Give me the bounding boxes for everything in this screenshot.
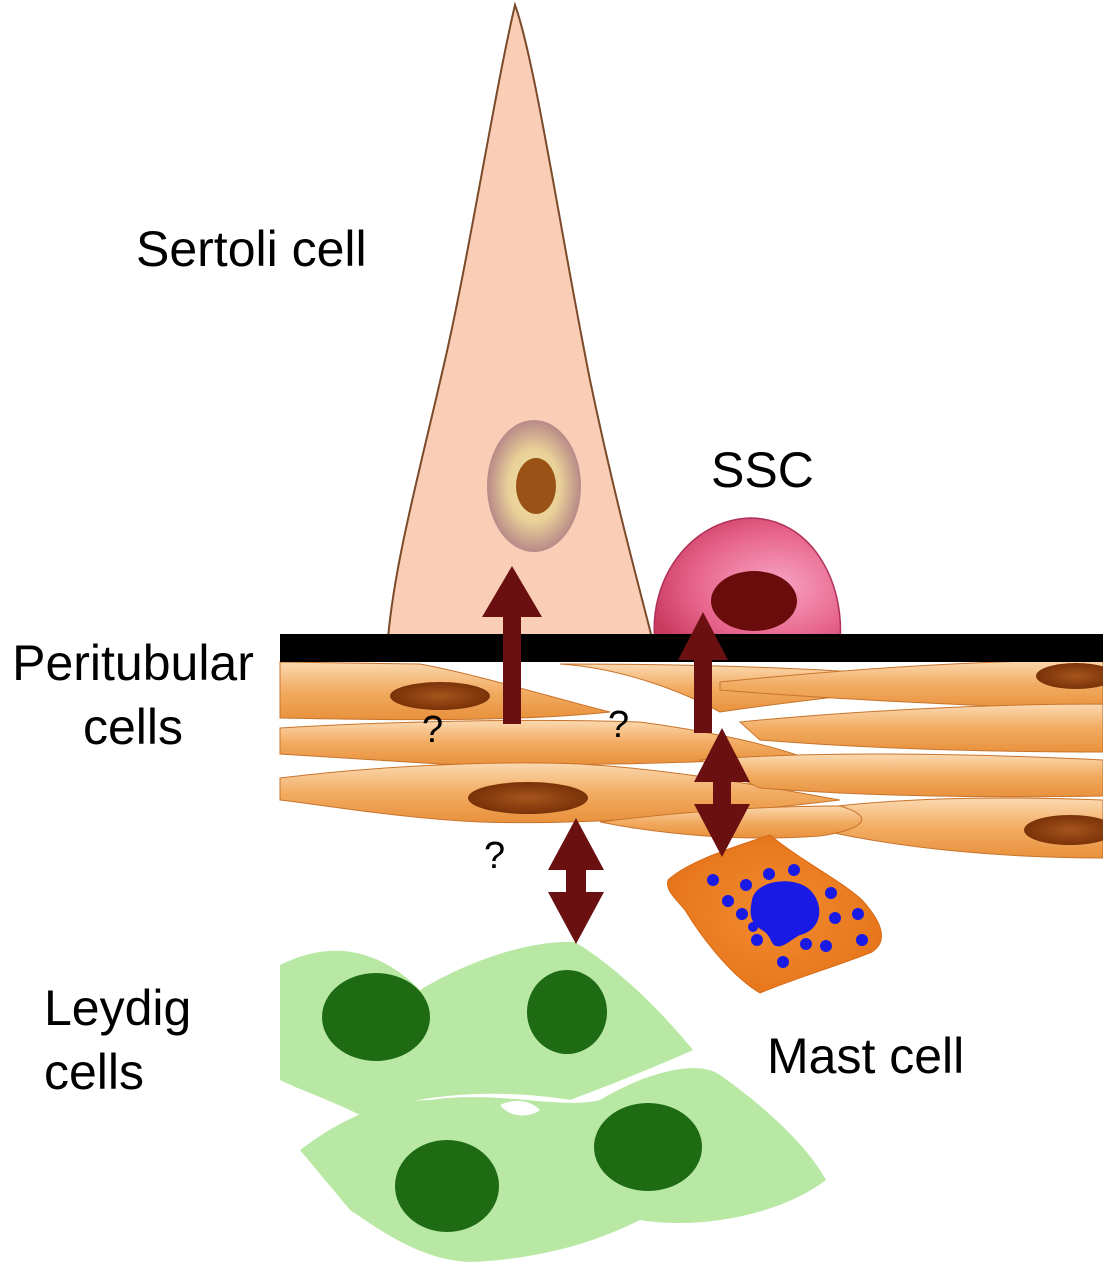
leydig-nucleus [527, 970, 607, 1054]
peritubular-nucleus [390, 682, 490, 710]
label-peritubular-line1: Peritubular [12, 635, 254, 691]
ssc-cell [653, 517, 842, 643]
label-leydig-line2: cells [44, 1044, 145, 1100]
label-sertoli-cell: Sertoli cell [136, 221, 367, 277]
arrow-peritubular-to-sertoli [482, 566, 542, 724]
peritubular-cell [698, 753, 1103, 798]
sertoli-cell [386, 1, 654, 639]
peritubular-nucleus [1036, 663, 1103, 689]
arrows [482, 566, 750, 944]
sertoli-nucleolus [516, 458, 556, 514]
label-ssc: SSC [711, 442, 814, 498]
double-arrow-peritubular-mast [694, 728, 750, 857]
arrow-peritubular-to-ssc [678, 612, 728, 733]
leydig-nucleus [322, 973, 430, 1061]
peritubular-layer [279, 659, 1103, 859]
leydig-nucleus [594, 1103, 702, 1191]
label-peritubular-cells: Peritubular cells [2, 631, 264, 759]
label-leydig-cells: Leydig cells [44, 976, 191, 1104]
mast-granules [707, 864, 868, 968]
peritubular-cell [719, 659, 1103, 711]
label-leydig-line1: Leydig [44, 980, 192, 1036]
question-mark: ? [608, 704, 630, 746]
peritubular-cell [819, 797, 1103, 859]
peritubular-nucleus [468, 782, 588, 814]
leydig-gap [500, 1100, 540, 1116]
leydig-nucleus [395, 1140, 499, 1232]
ssc-nucleus [711, 571, 797, 631]
label-mast-cell: Mast cell [767, 1028, 965, 1084]
question-mark: ? [484, 835, 506, 877]
leydig-cells [280, 941, 826, 1262]
label-peritubular-line2: cells [82, 699, 184, 755]
peritubular-cell [738, 703, 1103, 753]
question-mark: ? [422, 709, 444, 751]
peritubular-nucleus [1024, 815, 1103, 845]
sertoli-cell-body [386, 1, 654, 639]
double-arrow-peritubular-leydig [548, 818, 604, 944]
mast-nucleus [750, 881, 820, 947]
mast-cell [666, 834, 882, 994]
